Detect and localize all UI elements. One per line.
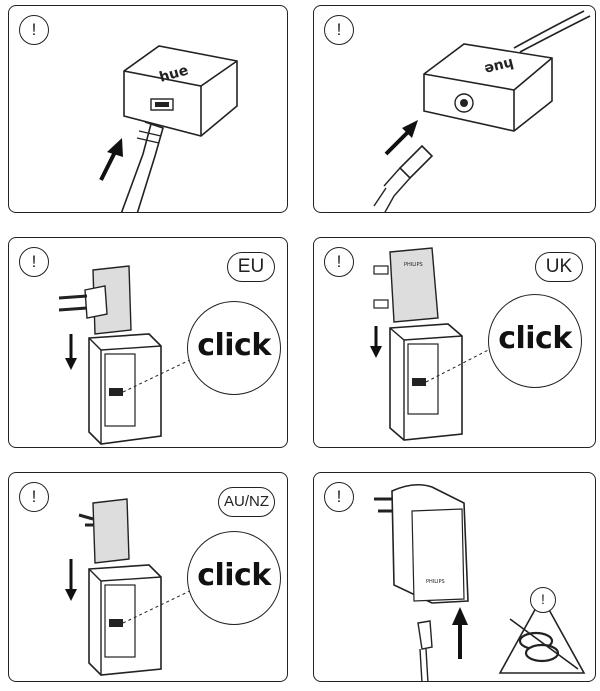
hue-logo-inverted: hue: [483, 55, 515, 78]
step-power-supply-warning: ! PHILIPS !: [313, 472, 596, 682]
region-badge: UK: [535, 252, 583, 282]
hue-logo-text: hue: [483, 55, 515, 78]
hue-logo: hue: [158, 62, 191, 85]
click-callout: click: [488, 294, 582, 388]
step-uk-adapter: ! UK PHILIPS click: [313, 237, 596, 448]
maker-logo: PHILIPS: [426, 579, 445, 585]
info-icon: !: [324, 247, 354, 277]
uk-adapter-illustration: PHILIPS: [370, 247, 493, 441]
power-supply-illustration: PHILIPS: [374, 483, 586, 681]
info-icon: !: [324, 482, 354, 512]
no-coiled-cable-warning: [498, 595, 586, 674]
au-nz-adapter-illustration: [65, 498, 195, 676]
info-icon: !: [19, 482, 49, 512]
eu-adapter-illustration: [58, 265, 195, 445]
bridge-flat-cable-illustration: hue: [99, 45, 238, 212]
maker-logo: PHILIPS: [404, 262, 423, 268]
warning-icon: !: [530, 587, 556, 613]
region-badge: AU/NZ: [218, 487, 275, 517]
step-connect-round-plug: ! hue: [313, 5, 596, 213]
click-callout: click: [187, 301, 281, 395]
click-callout: click: [187, 531, 281, 625]
info-icon: !: [19, 15, 49, 45]
info-icon: !: [19, 247, 49, 277]
hue-logo-text: hue: [158, 62, 191, 85]
info-icon: !: [324, 15, 354, 45]
bridge-round-cable-illustration: hue: [373, 10, 591, 212]
step-eu-adapter: ! EU click: [8, 237, 288, 448]
region-badge: EU: [227, 252, 275, 282]
step-connect-flat-plug: ! hue: [8, 5, 288, 213]
step-au-nz-adapter: ! AU/NZ click: [8, 472, 288, 682]
